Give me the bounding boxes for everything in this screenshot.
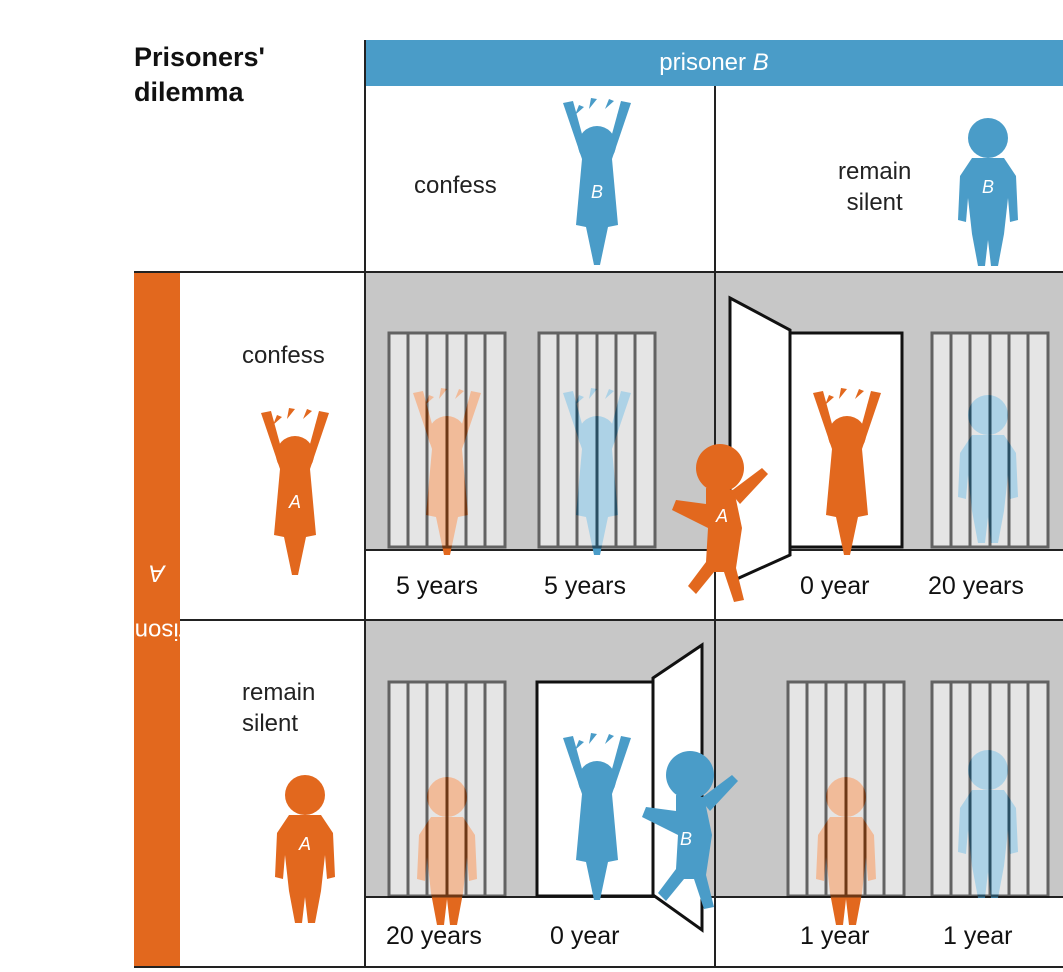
ss-b-cell-door bbox=[930, 680, 1050, 898]
col-silent-line2: silent bbox=[846, 189, 903, 216]
row-silent-line2: silent bbox=[242, 710, 299, 737]
cc-a-sentence: 5 years bbox=[396, 572, 478, 600]
letter-a-header-confess: A bbox=[288, 492, 301, 512]
col-silent-label: remain silent bbox=[838, 156, 911, 218]
prisoner-b-header: prisoner B bbox=[365, 40, 1063, 86]
ss-b-sentence: 1 year bbox=[943, 922, 1013, 950]
letter-a-free: A bbox=[715, 506, 728, 526]
row-confess-label: confess bbox=[242, 342, 325, 369]
prisoner-a-header bbox=[134, 272, 180, 966]
ss-a-cell-door bbox=[786, 680, 906, 898]
cc-a-cell-door bbox=[387, 331, 507, 549]
sc-b-sentence: 0 year bbox=[550, 922, 620, 950]
cs-b-sentence: 20 years bbox=[928, 572, 1024, 600]
cs-b-cell-door bbox=[930, 331, 1050, 549]
diagram-title: Prisoners' dilemma bbox=[134, 40, 354, 110]
letter-b-header-silent: B bbox=[982, 177, 994, 197]
sc-a-cell-door bbox=[387, 680, 507, 898]
col-silent-line1: remain bbox=[838, 158, 912, 185]
letter-b-free: B bbox=[680, 829, 692, 849]
cc-b-cell-door bbox=[537, 331, 657, 549]
row-silent-label: remain silent bbox=[242, 677, 315, 739]
letter-b-header-confess: B bbox=[591, 182, 603, 202]
cc-b-sentence: 5 years bbox=[544, 572, 626, 600]
sc-a-sentence: 20 years bbox=[386, 922, 482, 950]
col-confess-label: confess bbox=[414, 172, 497, 199]
cs-a-sentence: 0 year bbox=[800, 572, 870, 600]
letter-a-header-silent: A bbox=[298, 834, 311, 854]
row-silent-line1: remain bbox=[242, 679, 316, 706]
prisoner-b-label: prisoner bbox=[659, 49, 747, 76]
ss-a-sentence: 1 year bbox=[800, 922, 870, 950]
prisoner-b-letter: B bbox=[752, 49, 769, 76]
title-text: Prisoners' dilemma bbox=[134, 42, 265, 107]
